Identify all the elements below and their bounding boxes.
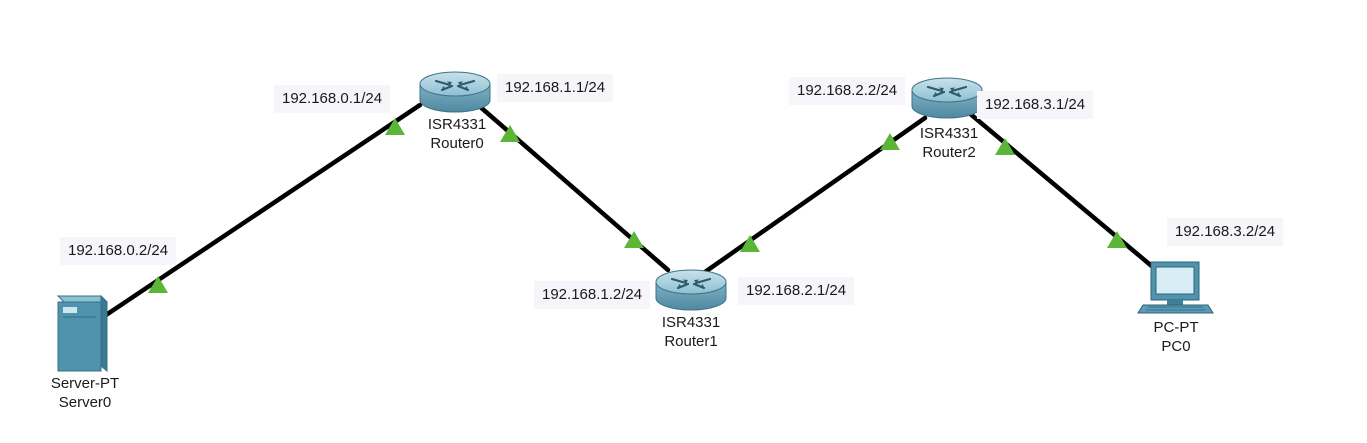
device-label-pc0: PC-PT PC0 — [1154, 318, 1199, 356]
router1[interactable] — [654, 268, 728, 312]
server-icon — [56, 294, 109, 373]
device-model: PC-PT — [1153, 319, 1199, 336]
router-icon — [910, 76, 984, 120]
ip-label-router0-right: 192.168.1.1/24 — [497, 74, 614, 102]
device-name: PC0 — [1161, 338, 1191, 355]
ip-label-server0: 192.168.0.2/24 — [60, 237, 177, 265]
device-label-router1: ISR4331 Router1 — [662, 313, 720, 351]
device-model: ISR4331 — [919, 125, 979, 142]
device-model: ISR4331 — [661, 314, 721, 331]
ip-label-router0-left: 192.168.0.1/24 — [274, 85, 391, 113]
device-model: Server-PT — [50, 375, 120, 392]
ip-label-router1-right: 192.168.2.1/24 — [738, 277, 855, 305]
device-name: Server0 — [58, 394, 112, 411]
ip-label-pc0: 192.168.3.2/24 — [1167, 218, 1284, 246]
device-name: Router2 — [922, 144, 976, 161]
ip-label-router2-left: 192.168.2.2/24 — [789, 77, 906, 105]
ip-label-router1-left: 192.168.1.2/24 — [534, 281, 651, 309]
link-server0-router0[interactable] — [103, 102, 423, 318]
device-label-server0: Server-PT Server0 — [51, 374, 119, 412]
device-label-router2: ISR4331 Router2 — [920, 124, 978, 162]
ip-label-router2-right: 192.168.3.1/24 — [977, 91, 1094, 119]
router-icon — [418, 70, 492, 114]
router-icon — [654, 268, 728, 312]
pc-icon — [1137, 261, 1214, 314]
link-status-indicators — [148, 118, 1127, 293]
device-name: Router0 — [430, 135, 484, 152]
router0[interactable] — [418, 70, 492, 114]
server0[interactable] — [56, 294, 109, 373]
device-model: ISR4331 — [427, 116, 487, 133]
device-label-router0: ISR4331 Router0 — [428, 115, 486, 153]
pc0[interactable] — [1137, 261, 1214, 314]
link-router2-pc0[interactable] — [965, 109, 1157, 271]
device-name: Router1 — [664, 333, 718, 350]
router2[interactable] — [910, 76, 984, 120]
